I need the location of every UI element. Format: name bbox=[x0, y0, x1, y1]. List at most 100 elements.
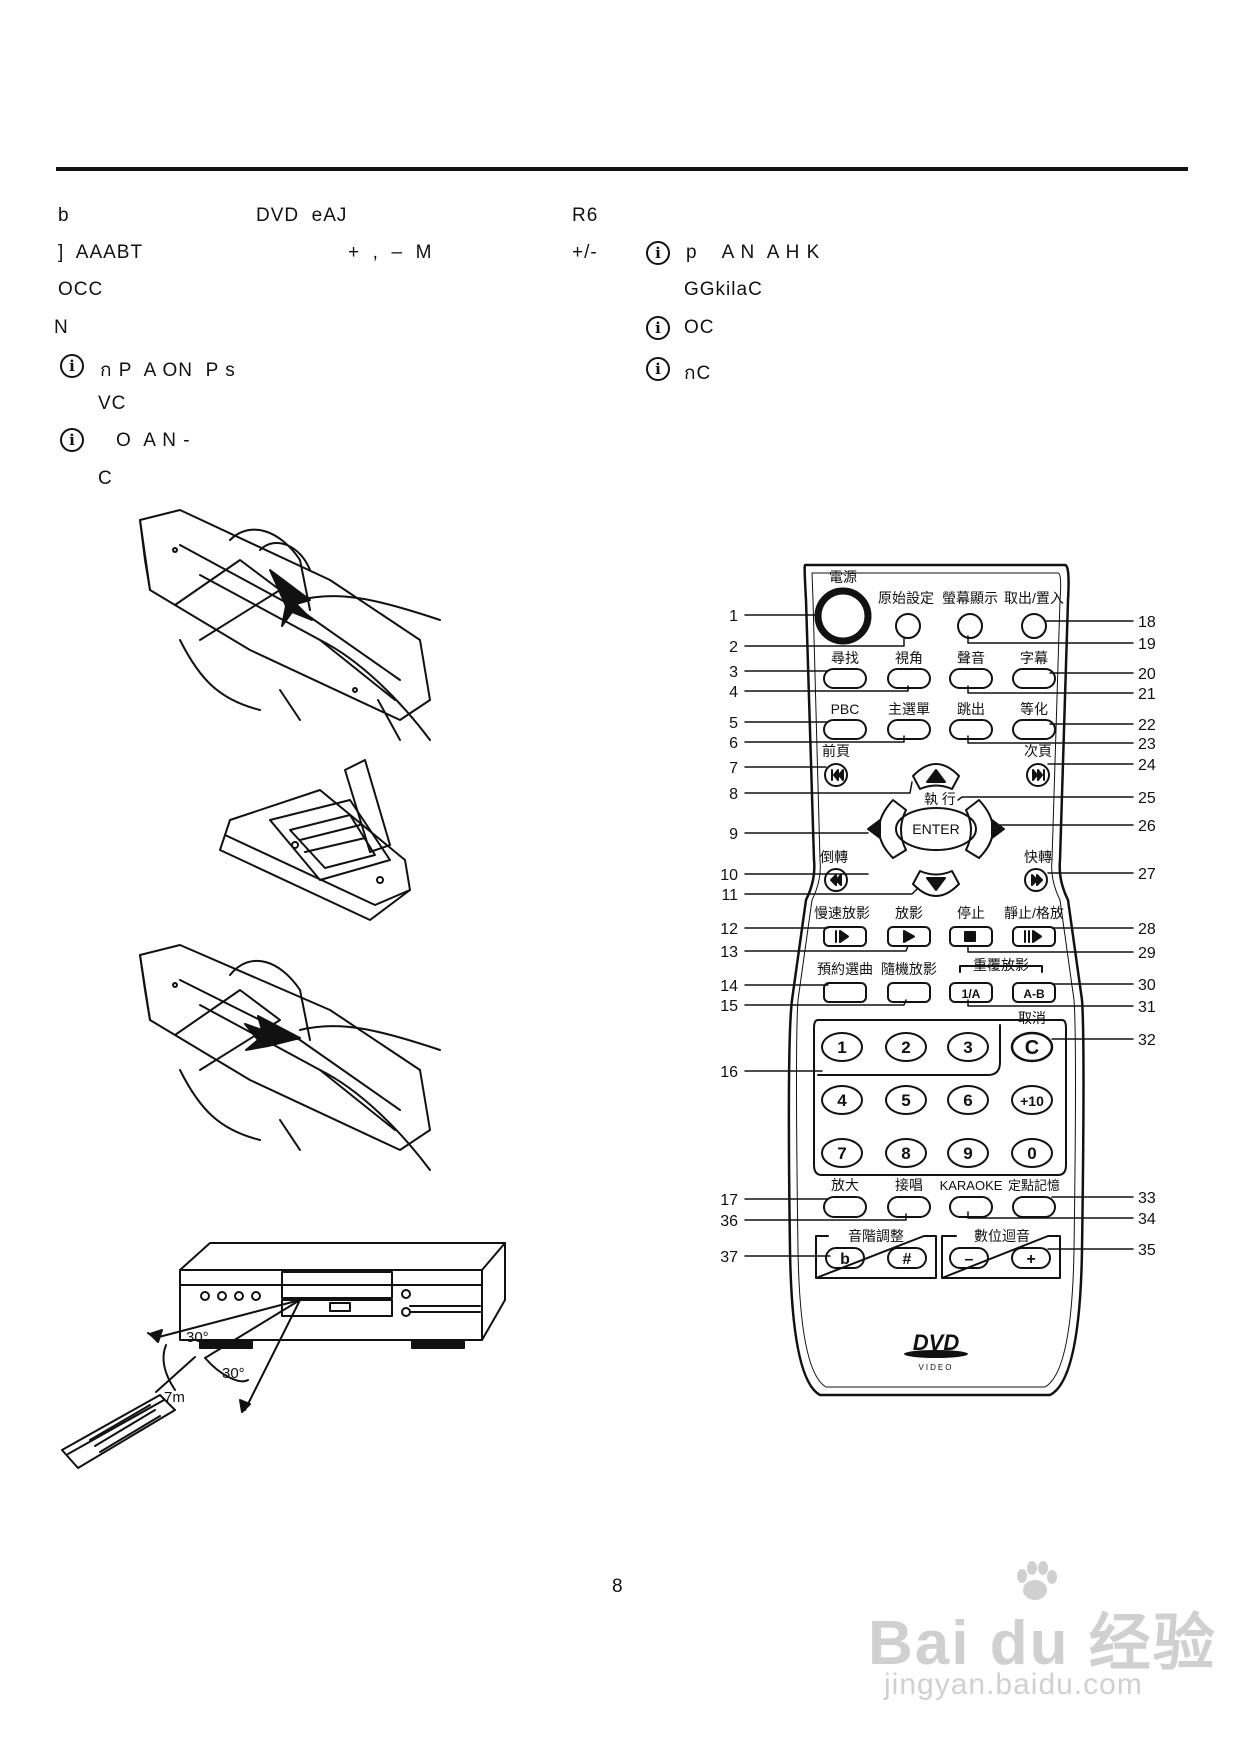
key-4: 4 bbox=[837, 1091, 847, 1110]
key-7: 7 bbox=[837, 1144, 846, 1163]
key-6: 6 bbox=[963, 1091, 972, 1110]
echo-plus-key: + bbox=[1026, 1251, 1035, 1268]
karaoke-label: KARAOKE bbox=[940, 1178, 1003, 1193]
echo-minus-key: – bbox=[965, 1251, 974, 1268]
dvd-logo: DVD bbox=[913, 1330, 960, 1355]
callout-17: 17 bbox=[720, 1192, 738, 1209]
key-3: 3 bbox=[963, 1038, 972, 1057]
callout-4: 4 bbox=[729, 684, 738, 701]
battery-compartment-illustration bbox=[219, 759, 411, 921]
key-2: 2 bbox=[901, 1038, 910, 1057]
audio-label: 聲音 bbox=[957, 650, 985, 666]
subtitle-label: 字幕 bbox=[1020, 650, 1048, 666]
pause-step-label: 靜止/格放 bbox=[1004, 905, 1064, 921]
paw-icon bbox=[1017, 1561, 1057, 1600]
callout-35: 35 bbox=[1138, 1242, 1156, 1259]
key-5: 5 bbox=[901, 1091, 910, 1110]
watermark-brand: Bai du 经验 bbox=[868, 1609, 1217, 1678]
text-right-5: กC bbox=[684, 363, 712, 384]
vocal-label: 接唱 bbox=[895, 1177, 923, 1193]
callout-6: 6 bbox=[729, 735, 738, 752]
repeat-label: 重覆放影 bbox=[973, 957, 1029, 973]
text-line-2a: ] AAABT bbox=[58, 242, 144, 263]
info-icon: i bbox=[646, 241, 670, 265]
callout-33: 33 bbox=[1138, 1190, 1156, 1207]
play-label: 放影 bbox=[895, 905, 923, 921]
key-plus10: +10 bbox=[1020, 1093, 1044, 1109]
random-label: 隨機放影 bbox=[881, 961, 937, 977]
callout-1: 1 bbox=[729, 608, 738, 625]
callout-36: 36 bbox=[720, 1213, 738, 1230]
pitch-sharp-key: # bbox=[903, 1251, 912, 1268]
callout-8: 8 bbox=[729, 786, 738, 803]
zoom-label: 放大 bbox=[831, 1177, 859, 1193]
callout-26: 26 bbox=[1138, 818, 1156, 835]
text-line-8: C bbox=[98, 468, 113, 489]
menu-label: 主選單 bbox=[888, 701, 930, 717]
callout-31: 31 bbox=[1138, 999, 1156, 1016]
callout-3: 3 bbox=[729, 664, 738, 681]
info-icon: i bbox=[60, 354, 84, 378]
text-right-2a: +/- bbox=[572, 242, 598, 263]
callouts-right: 18 19 20 21 22 23 24 25 26 27 28 29 30 3… bbox=[1138, 614, 1156, 1259]
callout-30: 30 bbox=[1138, 977, 1156, 994]
rewind-label: 倒轉 bbox=[820, 849, 848, 865]
cancel-key: C bbox=[1025, 1037, 1039, 1059]
info-icon: i bbox=[60, 428, 84, 452]
key-8: 8 bbox=[901, 1144, 910, 1163]
callout-29: 29 bbox=[1138, 945, 1156, 962]
dvd-logo-video: VIDEO bbox=[919, 1363, 954, 1372]
callout-11: 11 bbox=[721, 887, 738, 904]
pitch-label: 音階調整 bbox=[848, 1228, 904, 1244]
callout-lines bbox=[744, 614, 1134, 1257]
power-label: 電源 bbox=[829, 569, 857, 585]
callout-27: 27 bbox=[1138, 866, 1156, 883]
pbc-label: PBC bbox=[831, 701, 860, 717]
digital-echo-label: 數位迴音 bbox=[974, 1228, 1030, 1244]
callout-23: 23 bbox=[1138, 736, 1156, 753]
callout-5: 5 bbox=[729, 715, 738, 732]
text-line-4: N bbox=[54, 317, 69, 338]
page-number: 8 bbox=[612, 1576, 623, 1597]
callout-24: 24 bbox=[1138, 757, 1156, 774]
key-0: 0 bbox=[1027, 1144, 1036, 1163]
prev-label: 前頁 bbox=[822, 743, 850, 759]
key-9: 9 bbox=[963, 1144, 972, 1163]
header-rule bbox=[56, 167, 1188, 171]
angle-label-1: 30° bbox=[186, 1329, 209, 1346]
distance-label: 7m bbox=[164, 1389, 185, 1406]
program-label: 預約選曲 bbox=[817, 961, 873, 977]
callout-10: 10 bbox=[720, 867, 738, 884]
jump-label: 跳出 bbox=[957, 701, 985, 717]
callout-13: 13 bbox=[720, 944, 738, 961]
text-line-6: VC bbox=[98, 393, 127, 414]
battery-cover-close-illustration bbox=[139, 944, 441, 1171]
callout-14: 14 bbox=[720, 978, 738, 995]
number-keys: 1 2 3 4 5 6 +10 7 8 9 0 bbox=[837, 1038, 1044, 1163]
dvd-player-illustration bbox=[179, 1242, 506, 1349]
text-line-3: OCC bbox=[58, 279, 104, 300]
eject-label: 取出/置入 bbox=[1004, 590, 1064, 606]
range-diagram bbox=[147, 1299, 301, 1413]
text-right-2b: p A N A H K bbox=[686, 242, 821, 263]
remote-control-body bbox=[787, 563, 1085, 1397]
info-icon: i bbox=[646, 316, 670, 340]
callout-19: 19 bbox=[1138, 636, 1156, 653]
slow-label: 慢速放影 bbox=[814, 905, 870, 921]
next-label: 次頁 bbox=[1024, 743, 1052, 759]
callout-34: 34 bbox=[1138, 1211, 1156, 1228]
callout-9: 9 bbox=[729, 826, 738, 843]
info-icon: i bbox=[646, 357, 670, 381]
callout-37: 37 bbox=[720, 1249, 738, 1266]
callout-16: 16 bbox=[720, 1064, 738, 1081]
repeat-ab-key: A-B bbox=[1023, 987, 1045, 1001]
forward-label: 快轉 bbox=[1024, 849, 1052, 865]
text-line-1a: b bbox=[58, 205, 70, 226]
callout-32: 32 bbox=[1138, 1032, 1156, 1049]
stop-label: 停止 bbox=[957, 905, 985, 921]
bookmark-label: 定點記憶 bbox=[1008, 1178, 1060, 1193]
battery-cover-open-illustration bbox=[139, 509, 441, 741]
watermark-url: jingyan.baidu.com bbox=[884, 1668, 1143, 1701]
search-label: 尋找 bbox=[831, 650, 859, 666]
